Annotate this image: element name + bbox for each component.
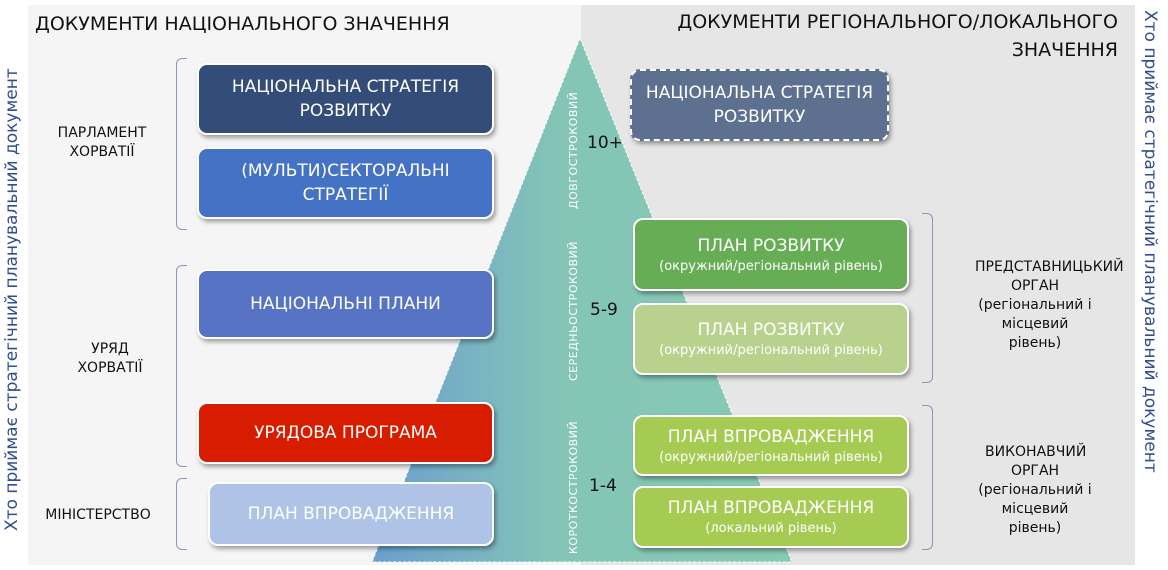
group-parliament: ПАРЛАМЕНТ ХОРВАТІЇ bbox=[57, 125, 147, 160]
brace bbox=[176, 58, 187, 230]
brace bbox=[922, 405, 933, 550]
group-government: УРЯД ХОРВАТІЇ bbox=[77, 341, 143, 376]
term-short: КОРОТКОСТРОКОВИЙ bbox=[567, 420, 580, 554]
brace bbox=[176, 478, 187, 550]
side-label-right: Хто приймає стратегічний планувальний до… bbox=[1140, 10, 1160, 473]
brace bbox=[922, 213, 933, 383]
box-development-plan-county-2: ПЛАН РОЗВИТКУ(окружний/регіональний ріве… bbox=[633, 303, 909, 375]
term-long: ДОВГОСТРОКОВИЙ bbox=[567, 91, 580, 209]
group-executive-body: ВИКОНАВЧИЙ ОРГАН(регіональний і місцевий… bbox=[978, 444, 1092, 536]
years-medium: 5-9 bbox=[590, 300, 618, 320]
box-implementation-plan-county: ПЛАН ВПРОВАДЖЕННЯ(окружний/регіональний … bbox=[633, 415, 909, 476]
box-implementation-plan: ПЛАН ВПРОВАДЖЕННЯ bbox=[208, 482, 494, 546]
box-regional-national-strategy: НАЦІОНАЛЬНА СТРАТЕГІЯ РОЗВИТКУ bbox=[630, 69, 889, 141]
box-sectoral-strategies: (МУЛЬТИ)СЕКТОРАЛЬНІ СТРАТЕГІЇ bbox=[197, 147, 494, 219]
years-short: 1-4 bbox=[589, 476, 617, 496]
brace bbox=[176, 265, 187, 467]
group-representative-body: ПРЕДСТАВНИЦЬКИЙ ОРГАН(регіональний і міс… bbox=[975, 259, 1124, 351]
regional-title: ДОКУМЕНТИ РЕГІОНАЛЬНОГО/ЛОКАЛЬНОГО ЗНАЧЕ… bbox=[677, 11, 1118, 61]
national-title: ДОКУМЕНТИ НАЦІОНАЛЬНОГО ЗНАЧЕННЯ bbox=[35, 13, 450, 35]
box-implementation-plan-local: ПЛАН ВПРОВАДЖЕННЯ(локальний рівень) bbox=[633, 486, 909, 548]
term-medium: СЕРЕДНЬОСТРОКОВИЙ bbox=[567, 241, 580, 381]
box-national-strategy: НАЦІОНАЛЬНА СТРАТЕГІЯ РОЗВИТКУ bbox=[197, 63, 494, 135]
group-ministry: МІНІСТЕРСТВО bbox=[45, 507, 151, 523]
box-development-plan-county: ПЛАН РОЗВИТКУ(окружний/регіональний ріве… bbox=[633, 218, 909, 291]
years-long: 10+ bbox=[587, 133, 623, 153]
box-national-plans: НАЦІОНАЛЬНІ ПЛАНИ bbox=[197, 269, 494, 339]
side-label-left: Хто приймає стратегічний планувальний до… bbox=[2, 68, 22, 532]
box-government-programme: УРЯДОВА ПРОГРАМА bbox=[197, 402, 494, 464]
